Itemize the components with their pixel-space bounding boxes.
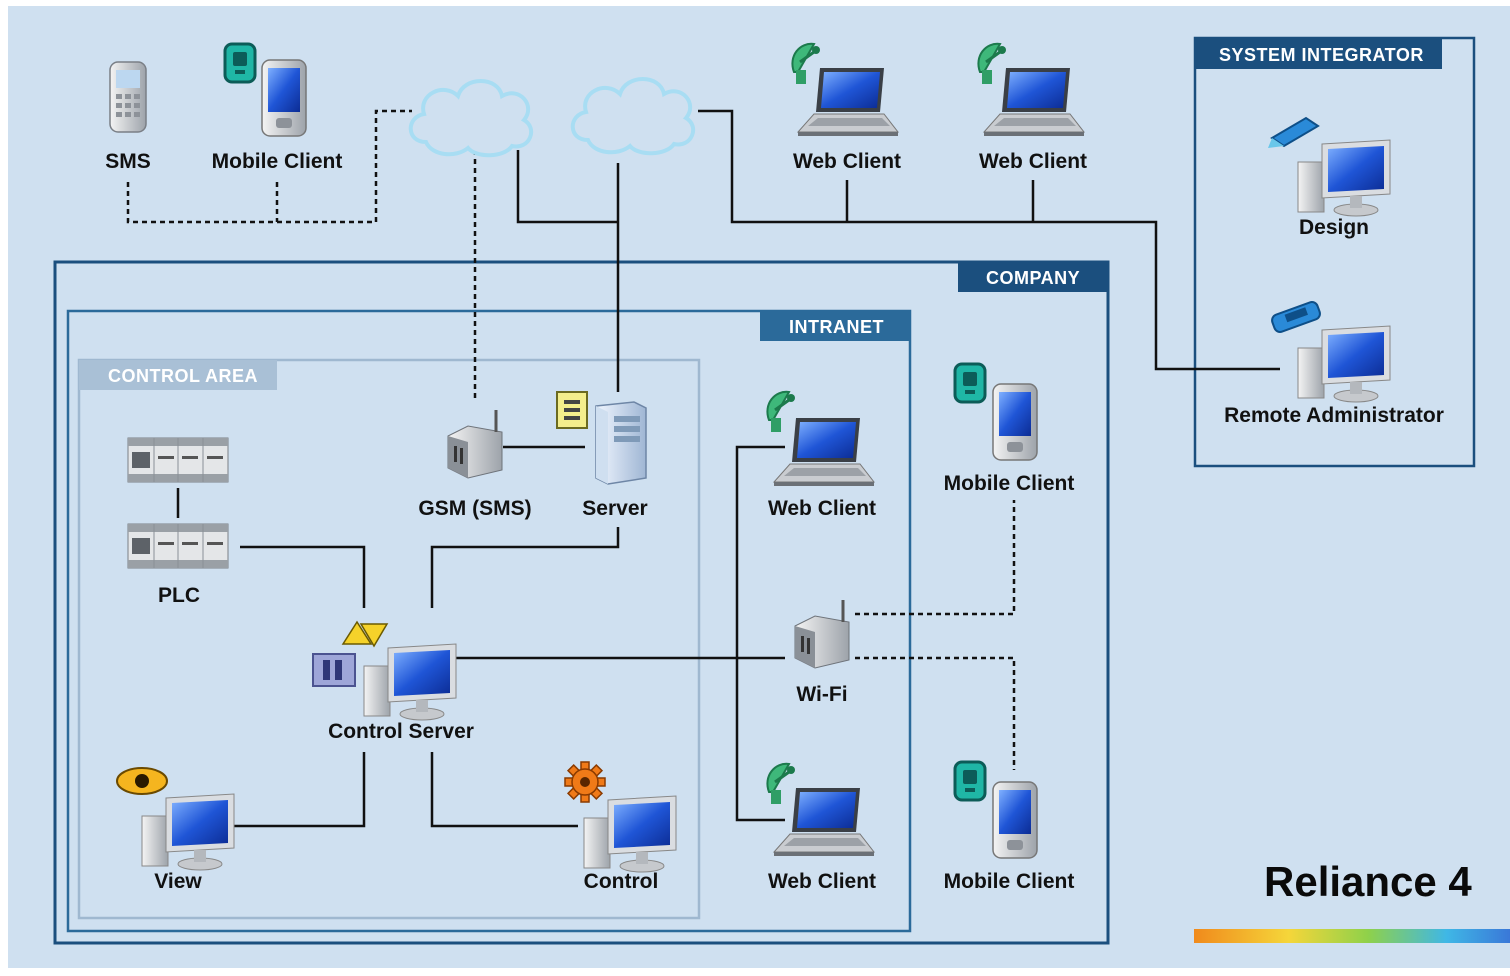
gsm-label: GSM (SMS) bbox=[418, 497, 531, 520]
brand-title: Reliance 4 bbox=[1264, 858, 1472, 905]
dashed-links bbox=[126, 109, 1016, 770]
diagram-background bbox=[8, 6, 1510, 968]
intranet-label: INTRANET bbox=[789, 317, 884, 337]
mobile-badge-icon bbox=[223, 42, 257, 84]
view-label: View bbox=[154, 870, 202, 893]
link-server-control-server bbox=[430, 527, 620, 608]
control-area-label-bg bbox=[79, 360, 277, 390]
remote-administrator-label: Remote Administrator bbox=[1224, 404, 1444, 427]
wifi-label: Wi-Fi bbox=[796, 683, 847, 706]
plc-module-icon bbox=[127, 437, 229, 483]
control-server-label: Control Server bbox=[328, 720, 474, 743]
link-control-server-view bbox=[222, 752, 366, 828]
mobile-badge-icon bbox=[953, 760, 987, 802]
company-label-bg bbox=[958, 262, 1108, 292]
phone-icon bbox=[109, 61, 147, 133]
web-client-intranet-2-label: Web Client bbox=[768, 870, 876, 893]
eye-icon bbox=[116, 767, 168, 795]
plc-module-icon bbox=[127, 523, 229, 569]
tower-server-icon bbox=[595, 401, 647, 485]
link-cloud2-web-remote bbox=[698, 109, 1280, 371]
gear-icon bbox=[564, 761, 606, 803]
control-area-zone bbox=[77, 358, 701, 920]
mobile-client-top-label: Mobile Client bbox=[212, 150, 343, 173]
mobile-client-company-2-label: Mobile Client bbox=[944, 870, 1075, 893]
link-sms-mobile-cloud bbox=[126, 109, 412, 224]
design-label: Design bbox=[1299, 216, 1369, 239]
mobile-client-company-1-label: Mobile Client bbox=[944, 472, 1075, 495]
sms-label: SMS bbox=[105, 150, 151, 173]
link-plc-control-server bbox=[240, 545, 366, 608]
control-area-label: CONTROL AREA bbox=[108, 366, 258, 386]
document-icon bbox=[556, 391, 588, 429]
usb-key-icon bbox=[1271, 301, 1321, 333]
pda-icon bbox=[992, 781, 1038, 859]
control-label: Control bbox=[584, 870, 659, 893]
intranet-zone bbox=[66, 309, 912, 933]
system-integrator-label: SYSTEM INTEGRATOR bbox=[1219, 45, 1424, 65]
pencil-icon bbox=[1268, 116, 1320, 148]
web-client-top-2-label: Web Client bbox=[979, 150, 1087, 173]
company-zone bbox=[53, 260, 1110, 945]
io-module-icon bbox=[312, 653, 356, 687]
web-client-intranet-1-label: Web Client bbox=[768, 497, 876, 520]
pda-icon bbox=[261, 59, 307, 137]
solid-links bbox=[176, 109, 1280, 828]
link-control-server-control bbox=[430, 752, 578, 828]
system-integrator-label-bg bbox=[1195, 38, 1442, 69]
mobile-badge-icon bbox=[953, 362, 987, 404]
plc-label: PLC bbox=[158, 584, 200, 607]
link-cloud1-internet bbox=[516, 150, 618, 224]
link-wifi-mobile-1 bbox=[855, 500, 1016, 616]
brand-rainbow-bar bbox=[1194, 929, 1510, 943]
company-label: COMPANY bbox=[986, 268, 1080, 288]
link-intranet-web-clients bbox=[735, 445, 785, 822]
pda-icon bbox=[992, 383, 1038, 461]
warning-arrows-icon bbox=[341, 620, 389, 648]
web-client-top-1-label: Web Client bbox=[793, 150, 901, 173]
server-label: Server bbox=[582, 497, 647, 520]
intranet-label-bg bbox=[760, 311, 910, 341]
